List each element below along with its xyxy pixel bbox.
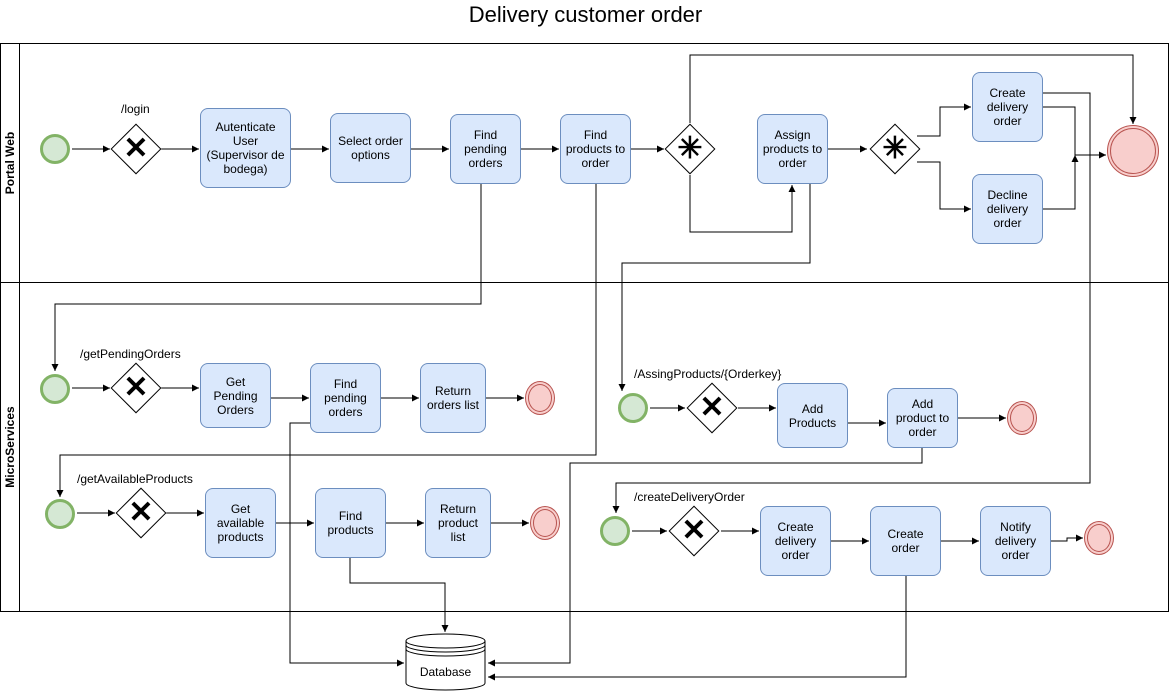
end-event-get-pending — [525, 381, 555, 415]
lane-header-column — [0, 43, 20, 612]
task-authenticate-user[interactable]: Autenticate User (Supervisor de bodega) — [200, 108, 291, 188]
login-label: /login — [121, 102, 150, 116]
task-add-products[interactable]: Add Products — [777, 383, 848, 448]
flow-find-products-to-database — [349, 558, 449, 632]
x-icon: ✕ — [123, 132, 149, 165]
flow-create-delivery-to-ms — [612, 92, 1091, 513]
flow-create-delivery-to-end — [1043, 106, 1106, 159]
asterisk-icon: ✳ — [882, 132, 908, 165]
end-event-create-delivery — [1084, 521, 1114, 555]
flow-decline-to-end — [1043, 155, 1079, 210]
flow-find-pending-to-database — [289, 422, 404, 667]
end-event-portal — [1107, 125, 1159, 177]
task-assign-products-to-order[interactable]: Assign products to order — [757, 114, 828, 184]
diagram-title: Delivery customer order — [468, 2, 703, 27]
task-find-pending-orders-ms[interactable]: Find pending orders — [310, 363, 381, 433]
assing-products-label: /AssingProducts/{Orderkey} — [634, 367, 782, 381]
flow-find-pending-to-ms — [51, 184, 482, 371]
flow-notify-to-end — [1051, 534, 1083, 542]
task-decline-delivery-order[interactable]: Decline delivery order — [972, 174, 1043, 244]
x-icon: ✕ — [123, 371, 149, 404]
task-create-order[interactable]: Create order — [870, 506, 941, 576]
task-return-orders-list[interactable]: Return orders list — [420, 363, 486, 433]
end-event-get-available — [530, 506, 560, 540]
flow-gateway-to-end-top — [689, 54, 1137, 124]
get-available-products-label: /getAvailableProducts — [77, 472, 193, 486]
get-pending-orders-label: /getPendingOrders — [80, 347, 181, 361]
start-event-assing-products — [618, 393, 648, 423]
task-return-product-list[interactable]: Return product list — [425, 488, 491, 558]
database-icon — [405, 633, 486, 691]
task-add-product-to-order[interactable]: Add product to order — [887, 388, 958, 448]
start-event-portal — [40, 134, 70, 164]
start-event-get-pending — [40, 374, 70, 404]
task-find-products[interactable]: Find products — [315, 488, 386, 558]
flow-parallel-to-create-delivery — [917, 103, 971, 137]
task-get-available-products[interactable]: Get available products — [205, 488, 276, 558]
task-find-products-to-order[interactable]: Find products to order — [560, 114, 631, 184]
task-select-order-options[interactable]: Select order options — [330, 113, 411, 183]
end-event-assing-products — [1007, 401, 1037, 435]
flow-parallel-to-decline — [917, 161, 971, 213]
start-event-get-available — [45, 499, 75, 529]
task-get-pending-orders[interactable]: Get Pending Orders — [200, 363, 271, 428]
task-create-delivery-order-portal[interactable]: Create delivery order — [972, 72, 1043, 142]
flow-assign-to-ms — [618, 184, 811, 391]
x-icon: ✕ — [128, 496, 154, 529]
asterisk-icon: ✳ — [677, 132, 703, 165]
database-label: Database — [419, 665, 472, 679]
flow-add-product-order-to-database — [488, 448, 923, 667]
pool — [0, 43, 1169, 612]
start-event-create-delivery — [600, 516, 630, 546]
x-icon: ✕ — [681, 514, 707, 547]
create-delivery-order-label: /createDeliveryOrder — [634, 490, 745, 504]
task-find-pending-orders-portal[interactable]: Find pending orders — [450, 114, 521, 184]
x-icon: ✕ — [699, 391, 725, 424]
flow-create-order-to-database — [488, 576, 907, 681]
lane-divider — [0, 282, 1169, 283]
task-create-delivery-order-ms[interactable]: Create delivery order — [760, 506, 831, 576]
flow-gateway-to-assign — [689, 175, 796, 233]
flow-find-products-to-ms — [56, 184, 597, 497]
task-notify-delivery-order[interactable]: Notify delivery order — [980, 506, 1051, 576]
